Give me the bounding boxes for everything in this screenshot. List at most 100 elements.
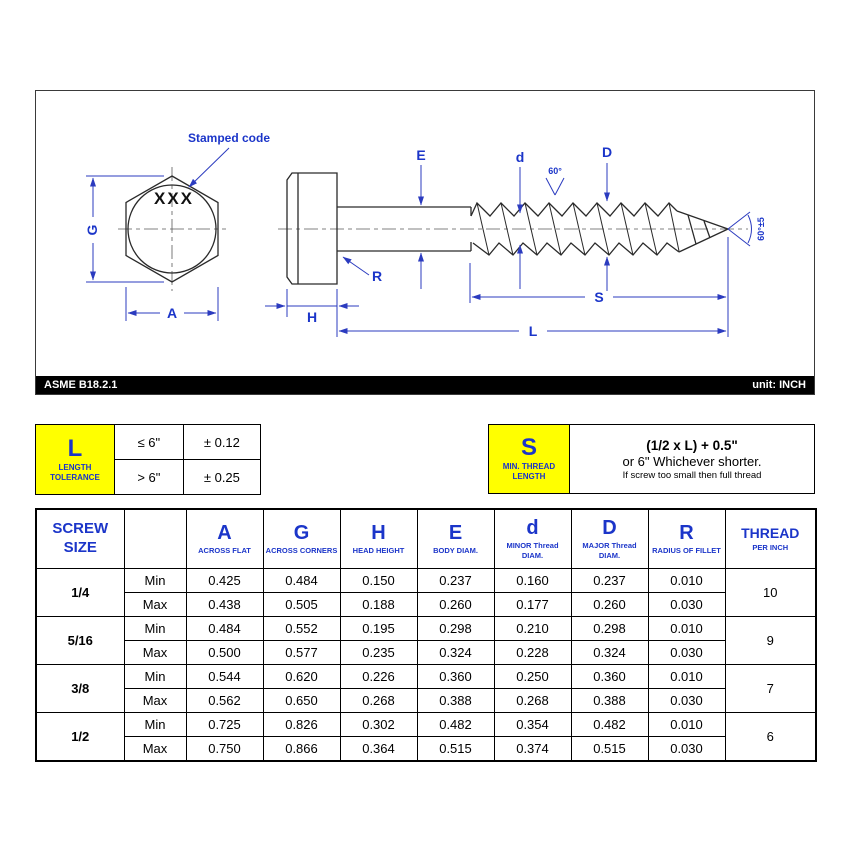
max-label: Max: [123, 688, 187, 713]
value-cell: 0.010: [647, 568, 726, 593]
lag-screw-drawing: Stamped code XXX G A E d D 60° 60°±5 R H…: [84, 131, 766, 339]
max-label: Max: [123, 592, 187, 617]
thread-length-note: If screw too small then full thread: [622, 469, 762, 481]
value-cell: 0.438: [185, 592, 264, 617]
tpi-cell: 10: [724, 568, 817, 617]
value-cell: 0.268: [339, 688, 418, 713]
col-A-caption: ACROSS FLAT: [198, 545, 251, 555]
value-cell: 0.030: [647, 592, 726, 617]
col-A-letter: A: [217, 521, 232, 544]
value-cell: 0.866: [262, 736, 341, 762]
value-cell: 0.500: [185, 640, 264, 665]
value-cell: 0.360: [570, 664, 649, 689]
drawing-title-bar: ASME B18.2.1 unit: INCH: [36, 376, 814, 394]
value-cell: 0.030: [647, 640, 726, 665]
value-cell: 0.484: [185, 616, 264, 641]
value-cell: 0.388: [570, 688, 649, 713]
dim-label-H: H: [307, 309, 317, 325]
value-cell: 0.360: [416, 664, 495, 689]
min-label: Min: [123, 664, 187, 689]
value-cell: 0.010: [647, 664, 726, 689]
length-tolerance-value: ± 0.12: [182, 424, 262, 460]
table-row: 1/4 Min 0.425 0.484 0.150 0.237 0.160 0.…: [35, 568, 817, 617]
centerlines: [118, 167, 748, 291]
col-R-letter: R: [679, 521, 694, 544]
col-G-caption: ACROSS CORNERS: [265, 545, 338, 555]
dim-label-d: d: [516, 149, 525, 165]
value-cell: 0.030: [647, 688, 726, 713]
value-cell: 0.650: [262, 688, 341, 713]
col-thread-caption: PER INCH: [752, 542, 789, 552]
col-E-caption: BODY DIAM.: [433, 545, 478, 555]
table-row: 5/16 Min 0.484 0.552 0.195 0.298 0.210 0…: [35, 616, 817, 665]
col-H-caption: HEAD HEIGHT: [352, 545, 405, 555]
value-cell: 0.250: [493, 664, 572, 689]
col-minmax-blank: [123, 508, 187, 569]
value-cell: 0.210: [493, 616, 572, 641]
table-row: Max 0.438 0.505 0.188 0.260 0.177 0.260 …: [36, 592, 816, 617]
size-cell: 3/8: [35, 664, 125, 713]
thread-bottom: [472, 242, 680, 256]
value-cell: 0.354: [493, 712, 572, 737]
min-label: Min: [123, 616, 187, 641]
col-H-letter: H: [371, 521, 386, 544]
table-row: 1/2 Min 0.725 0.826 0.302 0.482 0.354 0.…: [35, 712, 817, 762]
value-cell: 0.826: [262, 712, 341, 737]
value-cell: 0.552: [262, 616, 341, 641]
value-cell: 0.302: [339, 712, 418, 737]
size-cell: 5/16: [35, 616, 125, 665]
tpi-cell: 7: [724, 664, 817, 713]
col-thread-per-inch: THREAD PER INCH: [724, 508, 817, 569]
value-cell: 0.364: [339, 736, 418, 762]
thread-length-formula: (1/2 x L) + 0.5": [646, 437, 738, 453]
thread-length-alt: or 6" Whichever shorter.: [622, 453, 762, 469]
value-cell: 0.150: [339, 568, 418, 593]
gimlet-point: [676, 210, 729, 253]
value-cell: 0.235: [339, 640, 418, 665]
length-tolerance-box: L LENGTH TOLERANCE ≤ 6" ± 0.12 > 6" ± 0.…: [35, 424, 262, 495]
hex-head-front: [125, 175, 219, 283]
dimension-labels: Stamped code XXX G A E d D 60° 60°±5 R H…: [84, 131, 766, 339]
table-row: Max 0.750 0.866 0.364 0.515 0.374 0.515 …: [36, 736, 816, 762]
length-tolerance-symbol-cell: L LENGTH TOLERANCE: [35, 424, 115, 495]
value-cell: 0.160: [493, 568, 572, 593]
symbol-S: S: [520, 434, 537, 462]
value-cell: 0.226: [339, 664, 418, 689]
min-thread-length-box: S MIN. THREAD LENGTH (1/2 x L) + 0.5" or…: [488, 424, 815, 494]
value-cell: 0.482: [570, 712, 649, 737]
technical-drawing-panel: Stamped code XXX G A E d D 60° 60°±5 R H…: [35, 90, 815, 395]
col-D-letter: D: [602, 517, 617, 540]
col-screw-size: SCREW SIZE: [35, 508, 125, 569]
value-cell: 0.298: [416, 616, 495, 641]
value-cell: 0.484: [262, 568, 341, 593]
value-cell: 0.188: [339, 592, 418, 617]
value-cell: 0.544: [185, 664, 264, 689]
point-angle-label: 60°±5: [756, 217, 766, 241]
table-row: 3/8 Min 0.544 0.620 0.226 0.360 0.250 0.…: [35, 664, 817, 713]
col-G: G ACROSS CORNERS: [262, 508, 341, 569]
value-cell: 0.177: [493, 592, 572, 617]
dim-label-E: E: [416, 147, 425, 163]
col-d-caption: MINOR Thread DIAM.: [506, 541, 559, 560]
thread-angle-label: 60°: [548, 166, 562, 176]
value-cell: 0.228: [493, 640, 572, 665]
value-cell: 0.374: [493, 736, 572, 762]
length-condition: > 6": [113, 459, 184, 495]
table-row: Max 0.562 0.650 0.268 0.388 0.268 0.388 …: [36, 688, 816, 713]
value-cell: 0.324: [416, 640, 495, 665]
dim-label-R: R: [372, 268, 382, 284]
col-D: D MAJOR Thread DIAM.: [570, 508, 649, 569]
value-cell: 0.237: [416, 568, 495, 593]
col-d-letter: d: [526, 517, 539, 540]
dim-label-A: A: [167, 305, 177, 321]
col-D-caption: MAJOR Thread DIAM.: [582, 541, 637, 560]
hex-head-side: [286, 172, 338, 285]
value-cell: 0.010: [647, 712, 726, 737]
length-tolerance-value: ± 0.25: [182, 459, 262, 495]
value-cell: 0.577: [262, 640, 341, 665]
spec-table: SCREW SIZE A ACROSS FLAT G ACROSS CORNER…: [35, 508, 817, 762]
length-condition: ≤ 6": [113, 424, 184, 460]
dim-label-S: S: [594, 289, 603, 305]
size-cell: 1/2: [35, 712, 125, 762]
